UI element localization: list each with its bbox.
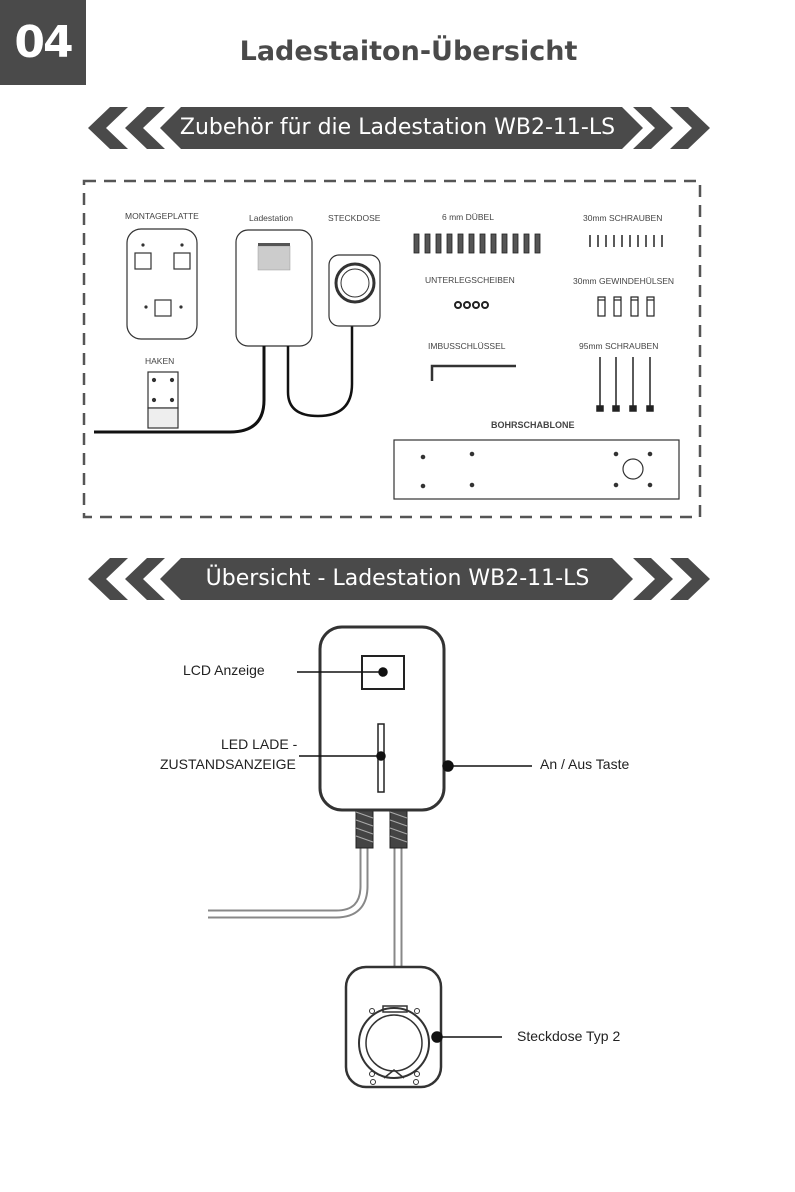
allen-key-icon (430, 364, 516, 381)
charging-station-icon (318, 625, 446, 812)
label-bohrschablone: BOHRSCHABLONE (491, 420, 575, 430)
callout-socket: Steckdose Typ 2 (517, 1028, 621, 1044)
cables-illustration (208, 848, 403, 970)
label-steckdose: STECKDOSE (328, 213, 381, 223)
label-imbusschluessel: IMBUSSCHLÜSSEL (428, 341, 506, 351)
hook-icon (147, 371, 179, 429)
socket-small-icon (328, 254, 381, 327)
threaded-sleeves-icon (597, 296, 655, 317)
accessories-banner-text: Zubehör für die Ladestation WB2-11-LS (179, 115, 616, 140)
washers-icon (454, 301, 489, 309)
label-haken: HAKEN (145, 356, 175, 366)
callout-led-line2: ZUSTANDSANZEIGE (160, 756, 296, 772)
callout-lines (297, 667, 532, 1043)
callout-power: An / Aus Taste (540, 756, 630, 772)
label-montageplatte: MONTAGEPLATTE (125, 211, 199, 221)
wall-plugs-icon (413, 233, 541, 254)
type2-socket-icon (344, 965, 443, 1089)
label-unterlegscheiben: UNTERLEGSCHEIBEN (425, 275, 515, 285)
screws-30mm-icon (589, 235, 663, 247)
banner-shape-accessories (88, 107, 710, 149)
overview-banner-text: Übersicht - Ladestation WB2-11-LS (205, 566, 590, 591)
cable-glands-icon (355, 805, 408, 849)
charging-station-small-icon (94, 229, 354, 434)
overview-banner: Übersicht - Ladestation WB2-11-LS (0, 554, 795, 604)
label-schrauben95: 95mm SCHRAUBEN (579, 341, 659, 351)
label-gewindehuelsen: 30mm GEWINDEHÜLSEN (573, 276, 675, 286)
accessories-frame (82, 179, 702, 519)
mounting-plate-icon (126, 228, 198, 340)
label-ladestation: Ladestation (249, 213, 293, 223)
label-schrauben30: 30mm SCHRAUBEN (583, 213, 663, 223)
screws-95mm-icon (596, 357, 654, 412)
callout-led-line1: LED LADE - (221, 736, 298, 752)
page-title: Ladestaiton-Übersicht (239, 36, 578, 67)
page-number: 04 (0, 0, 86, 85)
accessories-banner: Zubehör für die Ladestation WB2-11-LS (0, 103, 795, 153)
drilling-template-icon (393, 439, 680, 500)
callout-lcd: LCD Anzeige (183, 662, 265, 678)
banner-shape-overview (88, 558, 710, 600)
label-duebel: 6 mm DÜBEL (442, 212, 494, 222)
